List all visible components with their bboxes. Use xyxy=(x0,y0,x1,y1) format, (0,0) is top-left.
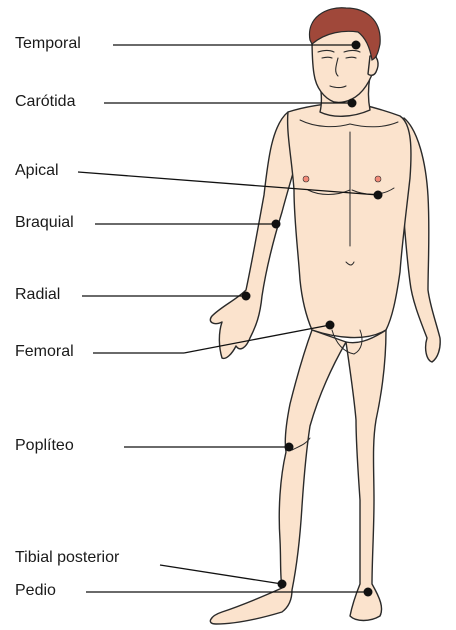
pulse-dot-pedio xyxy=(364,588,373,597)
torso xyxy=(288,102,411,338)
body-figure xyxy=(210,12,440,624)
pulse-dot-temporal xyxy=(352,41,361,50)
label-popliteo: Poplíteo xyxy=(15,437,74,455)
right-leg xyxy=(210,330,346,624)
pulse-dot-popliteo xyxy=(285,443,294,452)
pulse-dot-apical xyxy=(374,191,383,200)
label-carotida: Carótida xyxy=(15,93,75,111)
left-leg xyxy=(346,330,386,621)
nipple-right xyxy=(303,176,309,182)
pulse-dot-braquial xyxy=(272,220,281,229)
pulse-dot-radial xyxy=(242,292,251,301)
label-radial: Radial xyxy=(15,286,60,304)
pulse-dot-tibial-posterior xyxy=(278,580,287,589)
leader-tibial-posterior xyxy=(160,565,282,584)
pulse-dot-femoral xyxy=(326,321,335,330)
label-temporal: Temporal xyxy=(15,35,81,53)
label-pedio: Pedio xyxy=(15,582,56,600)
label-braquial: Braquial xyxy=(15,214,74,232)
label-tibial-posterior: Tibial posterior xyxy=(15,549,119,567)
label-apical: Apical xyxy=(15,162,59,180)
label-femoral: Femoral xyxy=(15,343,74,361)
nipple-left xyxy=(375,176,381,182)
pulse-dot-carotida xyxy=(348,99,357,108)
